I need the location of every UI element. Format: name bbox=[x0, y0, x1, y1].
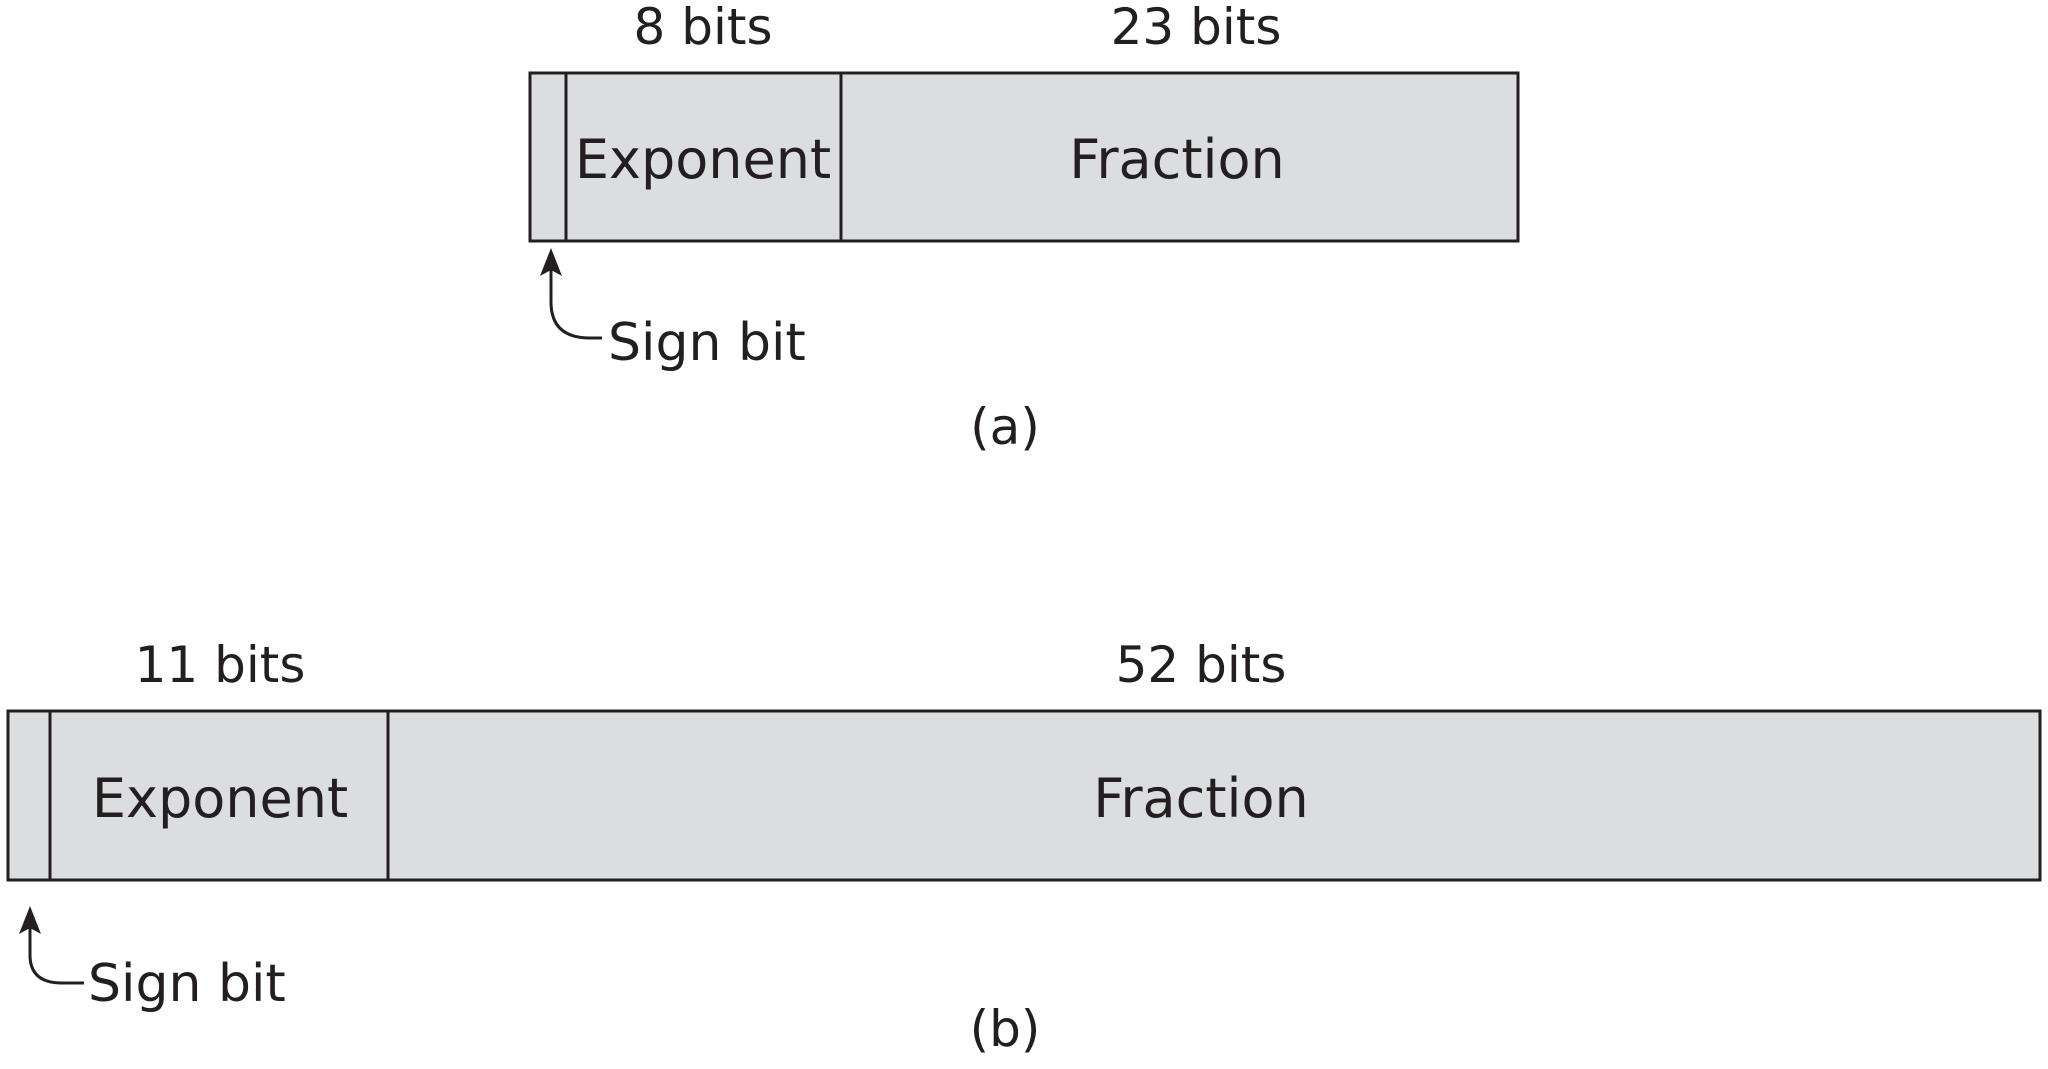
exponent-field bbox=[48, 709, 390, 882]
exponent-label: Exponent bbox=[575, 128, 831, 191]
sign-bit-arrow-icon bbox=[540, 248, 602, 340]
sign-bit-arrow-icon bbox=[19, 906, 84, 985]
panel-caption: (b) bbox=[970, 1000, 1041, 1058]
sign-bit-field bbox=[6, 709, 52, 882]
fraction-bits-label: 52 bits bbox=[1116, 636, 1287, 694]
panel-caption: (a) bbox=[970, 398, 1040, 456]
double-precision-format: 11 bits 52 bits Exponent Fraction Sign b… bbox=[6, 636, 2042, 1058]
exponent-bits-label: 8 bits bbox=[634, 0, 773, 56]
exponent-label: Exponent bbox=[92, 767, 348, 830]
fraction-field bbox=[839, 71, 1520, 243]
sign-bit-field bbox=[528, 71, 568, 243]
single-precision-format: 8 bits 23 bits Exponent Fraction Sign bi… bbox=[528, 0, 1520, 456]
sign-bit-label: Sign bit bbox=[608, 313, 806, 373]
fraction-label: Fraction bbox=[1093, 767, 1309, 830]
sign-bit-label: Sign bit bbox=[88, 954, 286, 1014]
fraction-bits-label: 23 bits bbox=[1111, 0, 1282, 56]
fraction-field bbox=[386, 709, 2042, 882]
exponent-field bbox=[564, 71, 843, 243]
fraction-label: Fraction bbox=[1069, 128, 1285, 191]
exponent-bits-label: 11 bits bbox=[135, 636, 306, 694]
